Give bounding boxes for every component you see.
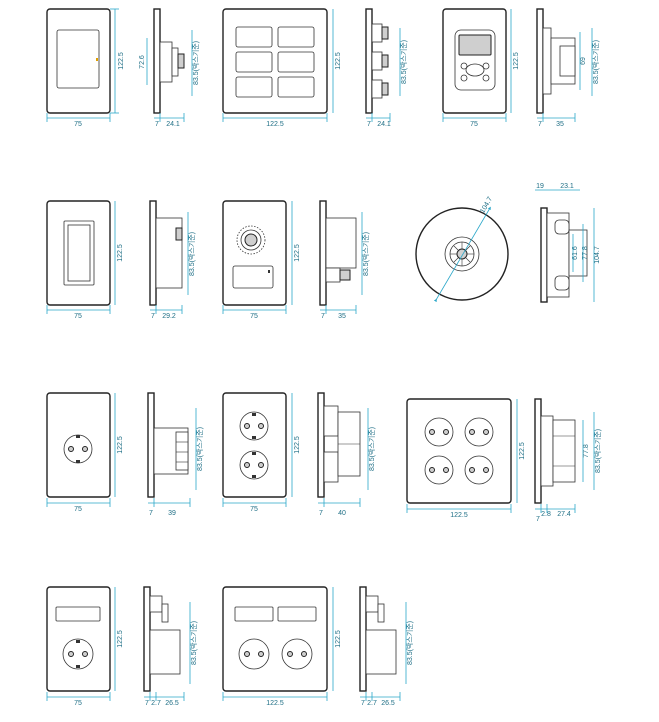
dim-height-1: 61.6	[572, 246, 579, 260]
dim-thickness: 7	[367, 121, 371, 128]
dim-width: 122.5	[266, 700, 284, 707]
thermostat-side-view: 69 83.5(박스기준) 7 35	[536, 8, 600, 128]
dim-height: 122.5	[335, 52, 342, 70]
dim-thickness: 7	[319, 510, 323, 517]
dim-thickness: 7	[149, 510, 153, 517]
dim-box: 83.5(박스기준)	[195, 427, 204, 471]
dim-height: 122.5	[294, 436, 301, 454]
six-gang-switch-front-view: 122.5 122.5	[222, 8, 342, 128]
dim-box: 83.5(박스기준)	[361, 232, 370, 276]
dim-height: 72.6	[139, 55, 146, 69]
labeled-double-socket-front-view: 122.5 122.5	[222, 586, 342, 707]
double-socket-front-view: 75 122.5	[222, 392, 301, 513]
dim-box: 83.5(박스기준)	[591, 40, 600, 84]
rocker-switch-side-view: 83.5(박스기준) 7 29.2	[149, 200, 196, 320]
dim-depth: 26.5	[381, 700, 395, 707]
quad-socket-front-view: 122.5 122.5	[406, 398, 526, 519]
dimmer-front-view: 75 122.5	[222, 200, 301, 320]
dim-depth: 39	[168, 510, 176, 517]
dim-height: 122.5	[294, 244, 301, 262]
dimmer-side-view: 83.5(박스기준) 7 35	[319, 200, 370, 320]
dim-width: 75	[74, 313, 82, 320]
dim-height: 122.5	[117, 630, 124, 648]
dim-width: 75	[74, 700, 82, 707]
single-switch-front-view: 75 122.5	[46, 8, 125, 128]
dim-box: 83.5(박스기준)	[189, 621, 198, 665]
dim-top-2: 23.1	[560, 183, 574, 190]
dim-depth: 35	[556, 121, 564, 128]
dim-height: 122.5	[118, 52, 125, 70]
dim-height: 77.8	[583, 444, 590, 458]
dim-thickness: 7	[536, 516, 540, 523]
labeled-socket-front-view: 75 122.5	[46, 586, 124, 707]
ceiling-detector-front-view: 104.7	[415, 196, 509, 303]
dim-width: 75	[74, 506, 82, 513]
dim-width: 122.5	[266, 121, 284, 128]
dim-height: 122.5	[117, 244, 124, 262]
dim-box: 83.5(박스기준)	[399, 40, 408, 84]
dim-depth: 35	[338, 313, 346, 320]
dim-box: 83.5(박스기준)	[593, 429, 602, 473]
dim-height: 122.5	[117, 436, 124, 454]
dim-box: 83.5(박스기준)	[405, 621, 414, 665]
quad-socket-side-view: 77.8 83.5(박스기준) 7 2.8 27.4	[534, 398, 602, 523]
dim-offset: 2.7	[151, 700, 161, 707]
single-switch-side-view: 72.6 83.5(박스기준) 7 24.1	[139, 8, 200, 128]
dim-depth: 24.1	[377, 121, 391, 128]
dim-diameter: 104.7	[479, 196, 494, 215]
dim-height: 122.5	[335, 630, 342, 648]
socket-front-view: 75 122.5	[46, 392, 124, 513]
dim-width: 75	[470, 121, 478, 128]
ceiling-detector-side-view: 19 23.1 61.6 77.8 104.7	[535, 183, 601, 303]
dim-depth: 26.5	[165, 700, 179, 707]
dim-width: 75	[250, 313, 258, 320]
dim-top-1: 19	[536, 183, 544, 190]
socket-side-view: 83.5(박스기준) 7 39	[147, 392, 204, 517]
dim-height: 122.5	[519, 442, 526, 460]
dim-width: 75	[74, 121, 82, 128]
dim-thickness: 7	[321, 313, 325, 320]
dim-width: 75	[250, 506, 258, 513]
dim-depth: 29.2	[162, 313, 176, 320]
double-socket-side-view: 83.5(박스기준) 7 40	[317, 392, 376, 517]
dim-thickness: 7	[151, 313, 155, 320]
dim-depth: 24.1	[166, 121, 180, 128]
dim-height-3: 104.7	[594, 246, 601, 264]
labeled-socket-side-view: 83.5(박스기준) 7 2.7 26.5	[143, 586, 198, 707]
dim-height: 69	[580, 57, 587, 65]
dim-depth: 40	[338, 510, 346, 517]
dim-thickness: 7	[145, 700, 149, 707]
dim-depth: 27.4	[557, 511, 571, 518]
dim-width: 122.5	[450, 512, 468, 519]
dim-offset: 2.8	[541, 511, 551, 518]
labeled-double-socket-side-view: 83.5(박스기준) 7 2.7 26.5	[359, 586, 414, 707]
dim-box: 83.5(박스기준)	[367, 427, 376, 471]
dim-thickness: 7	[538, 121, 542, 128]
dim-height: 122.5	[513, 52, 520, 70]
six-gang-switch-side-view: 83.5(박스기준) 7 24.1	[365, 8, 408, 128]
dim-height-2: 77.8	[582, 246, 589, 260]
dim-box: 83.5(박스기준)	[187, 232, 196, 276]
thermostat-front-view: 75 122.5	[442, 8, 520, 128]
dim-thickness: 7	[361, 700, 365, 707]
dim-box: 83.5(박스기준)	[191, 41, 200, 85]
rocker-switch-front-view: 75 122.5	[46, 200, 124, 320]
dim-offset: 2.7	[367, 700, 377, 707]
dim-thickness: 7	[155, 121, 159, 128]
